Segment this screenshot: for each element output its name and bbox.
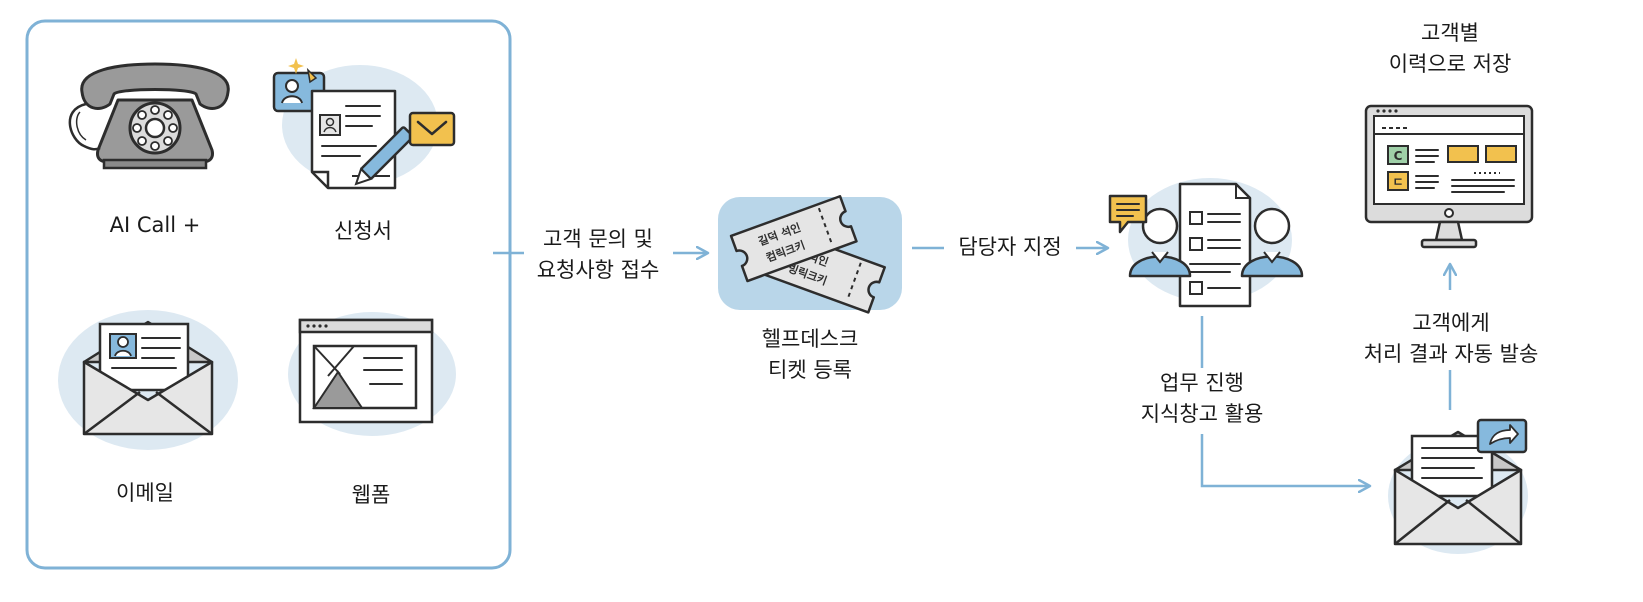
monitor-box-c: C bbox=[1394, 149, 1403, 163]
step-process-label: 업무 진행 지식창고 활용 bbox=[1122, 368, 1282, 430]
arrow-to-notify-email bbox=[1200, 434, 1370, 486]
helpdesk-ticket-icon: 덕식인 빙릭크키 길덕 석인 컴릭크키 bbox=[718, 194, 902, 314]
assignee-team-icon bbox=[1108, 178, 1304, 308]
step-ticket-line1: 헬프데스크 bbox=[761, 327, 859, 351]
channel-label-application-text: 신청서 bbox=[334, 219, 392, 243]
step-process-line2: 지식창고 활용 bbox=[1140, 402, 1264, 426]
step-ticket-line2: 티켓 등록 bbox=[768, 358, 852, 382]
step-ticket-label: 헬프데스크 티켓 등록 bbox=[740, 324, 880, 386]
step-process-line1: 업무 진행 bbox=[1160, 371, 1244, 395]
step-notify-label: 고객에게 처리 결과 자동 발송 bbox=[1346, 308, 1556, 370]
channel-label-webform-text: 웹폼 bbox=[351, 483, 391, 507]
step-store-label: 고객별 이력으로 저장 bbox=[1370, 18, 1530, 80]
channel-group-box bbox=[25, 19, 512, 570]
monitor-box-e: ㄷ bbox=[1392, 175, 1403, 189]
browser-webform-icon bbox=[288, 312, 456, 436]
step-notify-line1: 고객에게 bbox=[1412, 311, 1490, 335]
channel-label-email: 이메일 bbox=[70, 478, 220, 509]
channel-label-email-text: 이메일 bbox=[116, 481, 174, 505]
step-assign-text: 담당자 지정 bbox=[958, 235, 1062, 259]
telephone-icon bbox=[68, 62, 230, 170]
step-receive-line1: 고객 문의 및 bbox=[543, 227, 653, 251]
step-notify-line2: 처리 결과 자동 발송 bbox=[1363, 342, 1539, 366]
channel-label-ai-call: AI Call + bbox=[80, 210, 230, 241]
monitor-history-icon: C ㄷ bbox=[1364, 104, 1534, 249]
step-store-line1: 고객별 bbox=[1421, 21, 1479, 45]
step-assign-label: 담당자 지정 bbox=[944, 232, 1076, 263]
channel-label-webform: 웹폼 bbox=[296, 480, 446, 511]
notify-email-icon bbox=[1388, 418, 1528, 554]
channel-label-application: 신청서 bbox=[288, 216, 438, 247]
email-icon bbox=[58, 310, 238, 450]
step-store-line2: 이력으로 저장 bbox=[1388, 52, 1512, 76]
step-receive-label: 고객 문의 및 요청사항 접수 bbox=[522, 224, 674, 286]
step-receive-line2: 요청사항 접수 bbox=[536, 258, 660, 282]
channel-label-ai-call-text: AI Call + bbox=[109, 213, 201, 237]
application-form-icon bbox=[272, 58, 456, 190]
